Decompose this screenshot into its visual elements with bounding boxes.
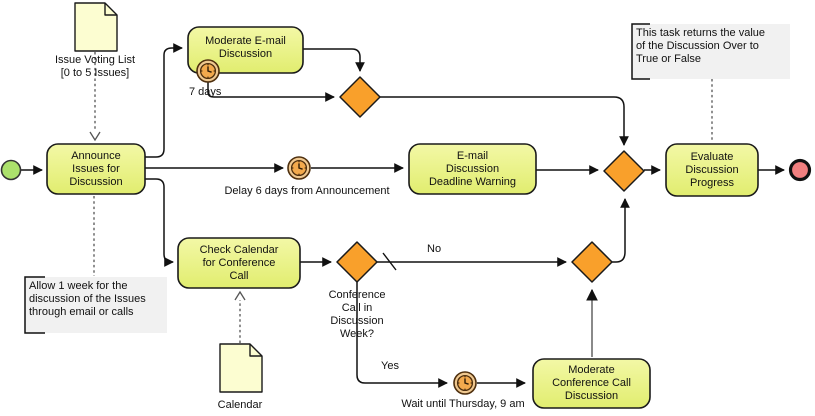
end-event[interactable] xyxy=(788,158,812,182)
flow-lowergateway-to-maingateway[interactable] xyxy=(612,198,630,263)
flow-timer7days-to-gateway[interactable] xyxy=(207,82,335,102)
flow-label-no: No xyxy=(427,243,442,255)
data-object-issue-voting-list[interactable] xyxy=(74,2,118,52)
data-object-fold-icon xyxy=(104,3,117,16)
task-check-calendar[interactable] xyxy=(177,237,301,289)
sequence-flows xyxy=(21,43,785,388)
boundary-timer-7days-icon[interactable] xyxy=(196,59,220,83)
annotation-evaluate-text: This task returns the value of the Discu… xyxy=(636,27,766,65)
task-moderate-conference-call[interactable] xyxy=(532,358,651,409)
gateway-merge-email-path[interactable] xyxy=(339,76,381,118)
task-email-deadline-warning[interactable] xyxy=(408,143,537,195)
flow-announce-to-check-calendar[interactable] xyxy=(145,178,174,267)
annotation-bracket-icon xyxy=(631,23,650,80)
task-moderate-email-discussion[interactable] xyxy=(187,26,304,74)
flow-topgateway-to-maingateway[interactable] xyxy=(380,96,629,146)
gateway-conference-call-decision[interactable] xyxy=(336,241,378,283)
flow-decision-yes[interactable] xyxy=(356,282,448,388)
annotation-announce-text: Allow 1 week for the discussion of the I… xyxy=(29,280,146,318)
gateway-merge-conference[interactable] xyxy=(571,241,613,283)
timer-label-7days: 7 days xyxy=(189,86,222,98)
association-arrow-down-icon xyxy=(89,131,101,142)
flow-label-yes: Yes xyxy=(381,360,399,372)
annotation-evaluate-box[interactable] xyxy=(632,24,790,79)
flow-announce-to-moderate-email[interactable] xyxy=(145,43,183,158)
timer-event-wait-thursday-icon[interactable] xyxy=(453,371,477,395)
data-object-issue-voting-label: Issue Voting List [0 to 5 Issues] xyxy=(54,54,136,79)
default-flow-slash xyxy=(382,252,397,271)
timer-label-thursday: Wait until Thursday, 9 am xyxy=(401,398,525,410)
annotation-announce-box[interactable] xyxy=(25,277,167,333)
gateway-merge-main[interactable] xyxy=(603,150,645,192)
task-evaluate-discussion-progress[interactable] xyxy=(665,143,759,197)
annotation-bracket-icon xyxy=(24,276,45,334)
associations xyxy=(93,52,713,343)
timer-event-delay6-icon[interactable] xyxy=(287,156,311,180)
start-event[interactable] xyxy=(0,159,22,181)
data-object-fold-icon xyxy=(249,344,262,357)
association-arrow-up-icon xyxy=(234,290,246,301)
flow-moderate-email-to-gateway[interactable] xyxy=(303,48,365,72)
gateway-decision-label: Conference Call in Discussion Week? xyxy=(328,289,386,340)
task-announce-issues[interactable] xyxy=(46,143,146,195)
data-object-calendar[interactable] xyxy=(219,343,263,393)
data-object-calendar-label: Calendar xyxy=(217,399,263,411)
text-annotations xyxy=(24,23,790,334)
timer-label-delay6: Delay 6 days from Announcement xyxy=(224,185,390,197)
